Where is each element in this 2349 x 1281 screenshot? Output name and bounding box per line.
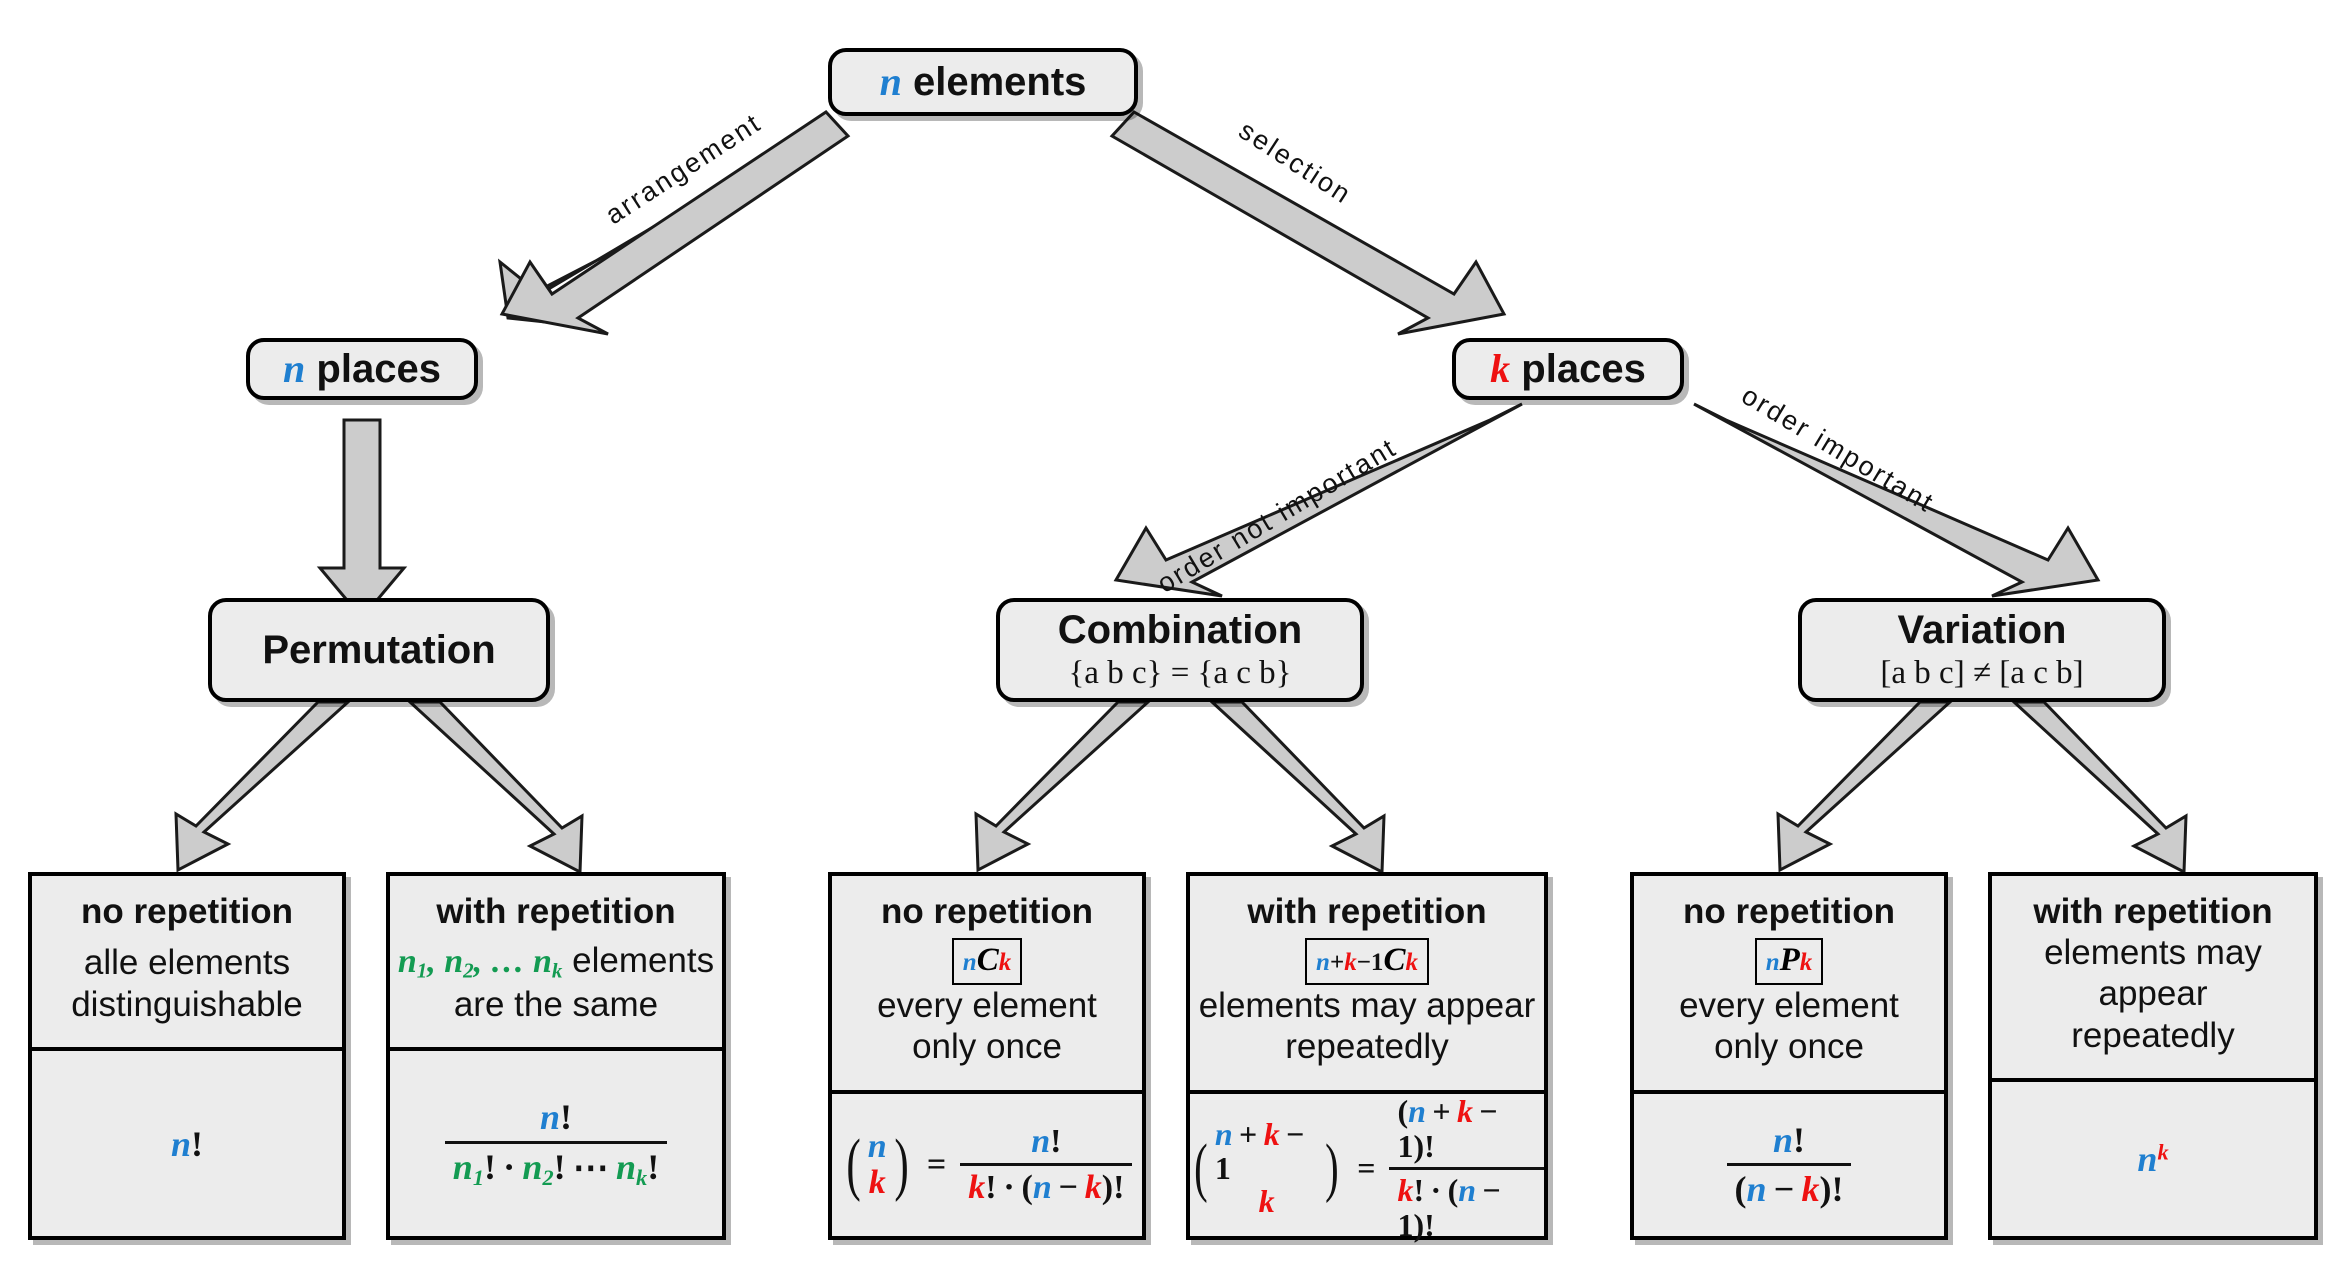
card-combination-no-repetition[interactable]: no repetition nCk every element only onc… xyxy=(828,872,1146,1240)
card-formula-section: nk xyxy=(1992,1082,2314,1236)
card-formula-section: n! (n − k)! xyxy=(1634,1094,1944,1236)
notation-tag-nCk: nCk xyxy=(951,938,1023,985)
card-header-section: no repetition nCk every element only onc… xyxy=(832,876,1142,1094)
card-header-label: with repetition xyxy=(1247,892,1487,931)
formula-variation-no-repetition: n! (n − k)! xyxy=(1726,1120,1852,1210)
card-header-label: no repetition xyxy=(881,892,1093,931)
node-combination[interactable]: Combination {a b c} = {a c b} xyxy=(996,598,1364,702)
card-permutation-no-repetition[interactable]: no repetition alle elements distinguisha… xyxy=(28,872,346,1240)
card-header-section: with repetition elements may appear repe… xyxy=(1992,876,2314,1082)
card-description: alle elements distinguishable xyxy=(71,943,303,1024)
node-n-elements-text: elements xyxy=(901,60,1087,104)
formula-n-factorial: n! xyxy=(170,1123,204,1164)
card-description: every element only once xyxy=(877,986,1097,1067)
node-combination-title: Combination xyxy=(1057,607,1303,652)
card-combination-with-repetition[interactable]: with repetition n+k−1Ck elements may app… xyxy=(1186,872,1548,1243)
notation-tag-n-plus-k-minus-1-C-k: n+k−1Ck xyxy=(1305,938,1429,985)
formula-binomial-expansion: n! k! · (n − k)! xyxy=(960,1123,1133,1207)
formula-n-to-the-k: nk xyxy=(2137,1138,2169,1179)
node-permutation[interactable]: Permutation xyxy=(208,598,550,702)
card-header-section: with repetition n+k−1Ck elements may app… xyxy=(1190,876,1544,1094)
card-description: elements may appear repeatedly xyxy=(2044,933,2262,1055)
card-header-label: no repetition xyxy=(81,892,293,931)
node-variation[interactable]: Variation [a b c] ≠ [a c b] xyxy=(1798,598,2166,702)
node-n-places-title: n places xyxy=(283,346,441,391)
card-variation-no-repetition[interactable]: no repetition nPk every element only onc… xyxy=(1630,872,1948,1240)
equals-sign: = xyxy=(1357,1149,1376,1186)
formula-multiset-permutation: n! n1! · n2! ⋯ nk! xyxy=(444,1097,668,1190)
card-header-label: with repetition xyxy=(2033,892,2273,931)
desc-math-n-list: n1, n2, … nk xyxy=(397,943,563,983)
binomial-n-plus-k-minus-1-choose-k: ( n + k − 1 k ) xyxy=(1194,1115,1340,1220)
card-formula-section: n! n1! · n2! ⋯ nk! xyxy=(390,1051,722,1236)
card-header-section: no repetition nPk every element only onc… xyxy=(1634,876,1944,1094)
card-header-label: with repetition xyxy=(436,892,676,931)
card-header-section: no repetition alle elements distinguisha… xyxy=(32,876,342,1051)
card-description: every element only once xyxy=(1679,986,1899,1067)
card-variation-with-repetition[interactable]: with repetition elements may appear repe… xyxy=(1988,872,2318,1240)
card-formula-section: ( n + k − 1 k ) = (n + k − 1)! k! · (n −… xyxy=(1190,1093,1544,1244)
node-n-elements-title: n elements xyxy=(879,59,1087,104)
equals-sign: = xyxy=(926,1145,947,1183)
node-k-places-text: places xyxy=(1510,347,1646,391)
node-k-places-title: k places xyxy=(1490,346,1646,391)
card-description: elements may appear repeatedly xyxy=(1198,986,1536,1067)
node-n-elements[interactable]: n elements xyxy=(828,48,1138,116)
formula-multiset-coefficient: (n + k − 1)! k! · (n − 1)! xyxy=(1389,1093,1544,1244)
node-variation-sub: [a b c] ≠ [a c b] xyxy=(1880,654,2084,691)
node-n-places[interactable]: n places xyxy=(246,338,478,400)
node-n-places-text: places xyxy=(305,347,441,391)
node-variation-title: Variation xyxy=(1897,607,2067,652)
node-k-places[interactable]: k places xyxy=(1452,338,1684,400)
node-permutation-title: Permutation xyxy=(262,628,496,672)
symbol-n: n xyxy=(879,59,902,104)
card-header-label: no repetition xyxy=(1683,892,1895,931)
symbol-k: k xyxy=(1490,346,1511,391)
symbol-n: n xyxy=(283,346,306,391)
card-formula-section: n! xyxy=(32,1051,342,1236)
node-combination-sub: {a b c} = {a c b} xyxy=(1068,654,1292,691)
notation-tag-nPk: nPk xyxy=(1754,938,1824,985)
